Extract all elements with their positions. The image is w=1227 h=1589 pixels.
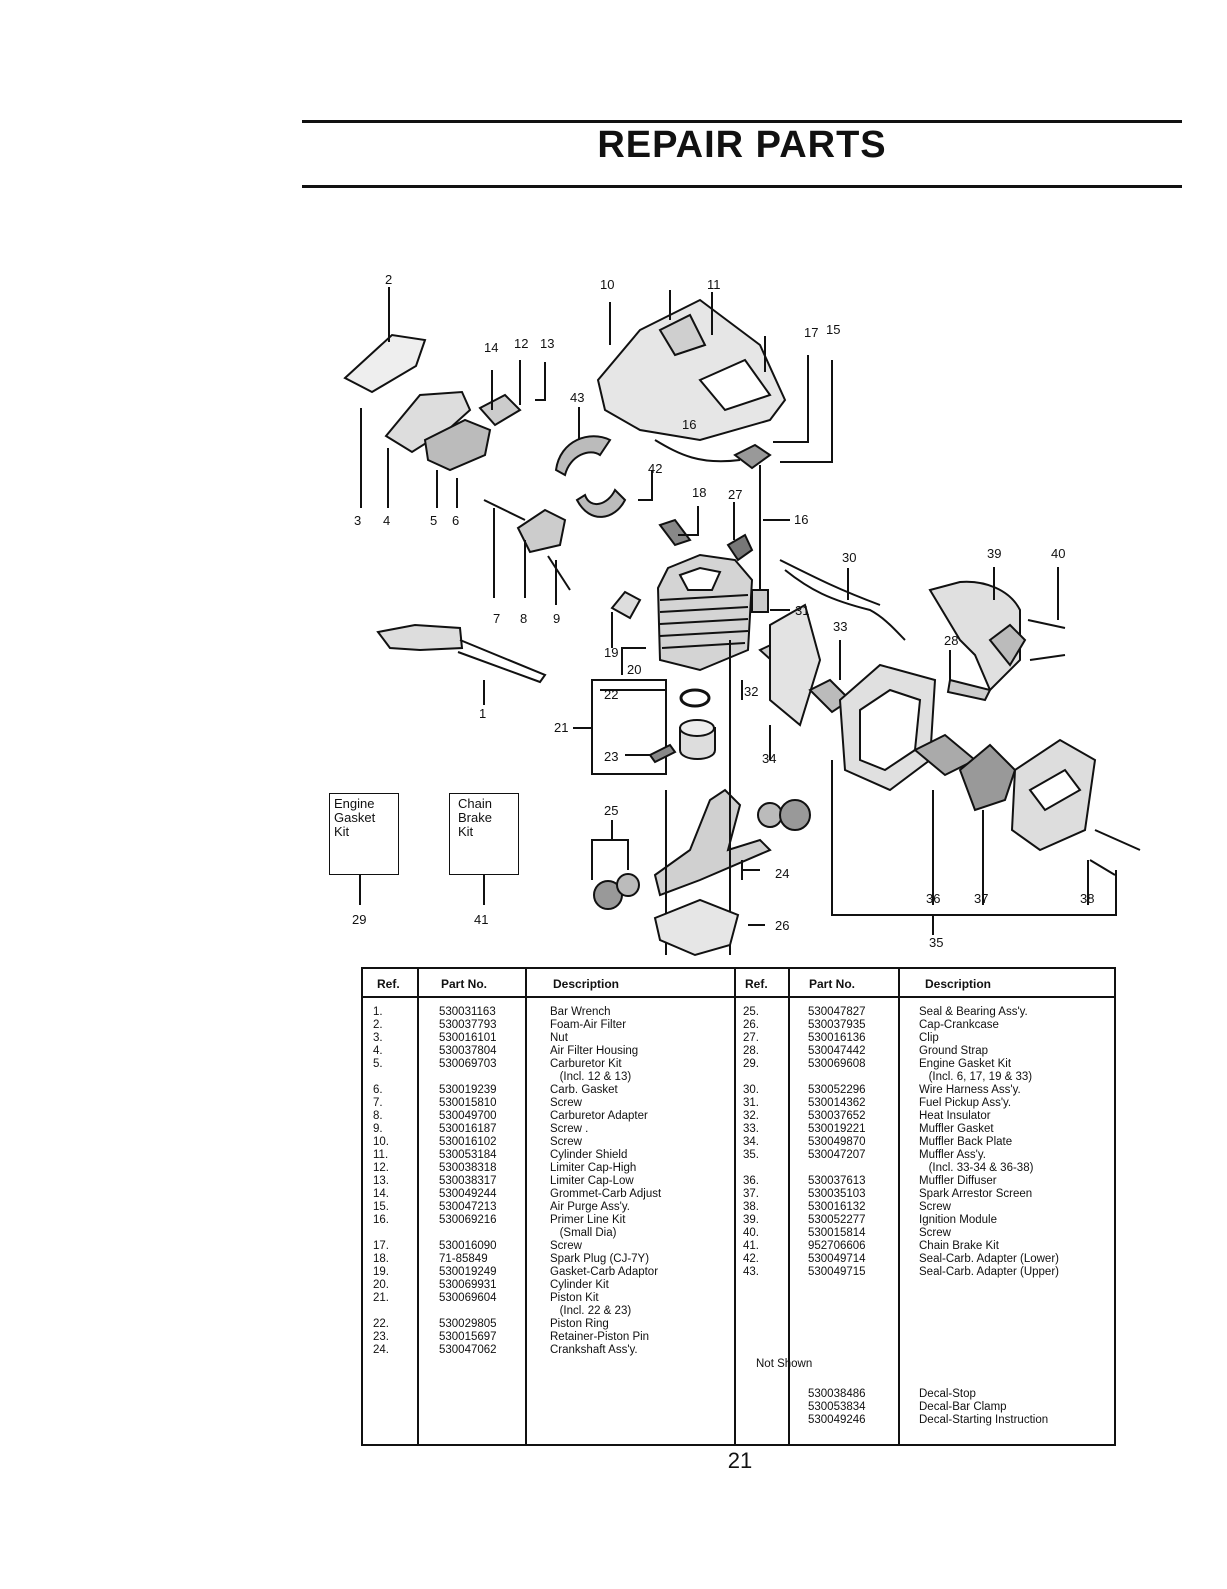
callout-24: 24 xyxy=(775,866,790,881)
not-shown-label: Not Shown xyxy=(756,1358,813,1370)
crankcase-cap-shape xyxy=(653,898,740,957)
callout-21: 21 xyxy=(554,720,569,735)
callout-39: 39 xyxy=(987,546,1002,561)
muffler-back-plate-shape xyxy=(769,603,822,727)
callout-19: 19 xyxy=(604,645,619,660)
right-description-column: Seal & Bearing Ass'y. Cap-Crankcase Clip… xyxy=(919,1006,1059,1278)
callout-2: 2 xyxy=(385,272,393,287)
header-part-right: Part No. xyxy=(809,977,856,991)
exploded-parts-diagram xyxy=(343,287,1141,957)
left-part-column: 530031163 530037793 530016101 530037804 … xyxy=(439,1006,497,1356)
callout-7: 7 xyxy=(493,611,501,626)
callout-14: 14 xyxy=(484,340,499,355)
callout-10: 10 xyxy=(600,277,615,292)
chain-brake-kit-label: Chain Brake Kit xyxy=(458,796,492,839)
header-desc-left: Description xyxy=(553,977,620,991)
seal-bearing-right xyxy=(757,802,783,828)
diagram-artwork xyxy=(343,287,1141,957)
col-divider-4 xyxy=(788,969,790,1444)
header-ref-left: Ref. xyxy=(377,977,400,991)
header-part-left: Part No. xyxy=(441,977,488,991)
callout-20: 20 xyxy=(627,662,642,677)
callout-9: 9 xyxy=(553,611,561,626)
engine-gasket-kit-label: Engine Gasket Kit xyxy=(334,796,376,839)
carburetor-shape xyxy=(423,418,492,472)
callout-28: 28 xyxy=(944,633,959,648)
callout-5: 5 xyxy=(430,513,438,528)
carb-seal-upper-shape xyxy=(554,435,612,477)
right-part-column: 530047827 530037935 530016136 530047442 … xyxy=(808,1006,866,1278)
callout-23: 23 xyxy=(604,749,619,764)
engine-gasket-kit-box: Engine Gasket Kit xyxy=(329,793,399,875)
not-shown-parts: 530038486 530053834 530049246 xyxy=(808,1388,866,1426)
col-divider-3 xyxy=(734,969,736,1444)
callout-34: 34 xyxy=(762,751,777,766)
callout-25: 25 xyxy=(604,803,619,818)
bottom-rule xyxy=(302,185,1182,188)
air-purge-shape xyxy=(733,443,772,470)
callout-29: 29 xyxy=(352,912,367,927)
header-divider xyxy=(363,996,1114,998)
clip-shape xyxy=(726,533,754,562)
right-ref-column: 25. 26. 27. 28. 29. 30. 31. 32. 33. 34. … xyxy=(743,1006,759,1278)
carb-seal-lower-shape xyxy=(575,488,627,518)
callout-43: 43 xyxy=(570,390,585,405)
crankshaft-shape xyxy=(653,788,772,897)
callout-38: 38 xyxy=(1080,891,1095,906)
spark-arrestor-screen-shape xyxy=(958,743,1017,812)
callout-35: 35 xyxy=(929,935,944,950)
callout-4: 4 xyxy=(383,513,391,528)
callout-22: 22 xyxy=(604,687,619,702)
header-desc-right: Description xyxy=(925,977,992,991)
callout-11: 11 xyxy=(707,277,721,292)
callout-16b: 16 xyxy=(794,512,809,527)
left-ref-column: 1. 2. 3. 4. 5. 6. 7. 8. 9. 10. 11. 12. 1… xyxy=(373,1006,389,1356)
carburetor-adapter-shape xyxy=(516,508,567,554)
piston-ring-shape xyxy=(679,688,711,708)
callout-17: 17 xyxy=(804,325,819,340)
cylinder-shape xyxy=(656,553,754,672)
header-ref-right: Ref. xyxy=(745,977,768,991)
air-filter-housing-shape xyxy=(384,390,472,454)
top-rule xyxy=(302,120,1182,123)
callout-3: 3 xyxy=(354,513,362,528)
callout-30: 30 xyxy=(842,550,857,565)
page-number: 21 xyxy=(727,1448,753,1473)
chain-brake-kit-box: Chain Brake Kit xyxy=(449,793,519,875)
col-divider-5 xyxy=(898,969,900,1444)
left-description-column: Bar Wrench Foam-Air Filter Nut Air Filte… xyxy=(550,1006,662,1356)
callout-1: 1 xyxy=(479,706,487,721)
callout-33: 33 xyxy=(833,619,848,634)
callout-37: 37 xyxy=(974,891,989,906)
col-divider-2 xyxy=(525,969,527,1444)
callout-8: 8 xyxy=(520,611,528,626)
fuel-filter-shape xyxy=(751,589,769,613)
callout-36: 36 xyxy=(926,891,941,906)
callout-12: 12 xyxy=(514,336,529,351)
callout-15: 15 xyxy=(826,322,841,337)
callout-26: 26 xyxy=(775,918,790,933)
not-shown-descriptions: Decal-Stop Decal-Bar Clamp Decal-Startin… xyxy=(919,1388,1049,1426)
bar-wrench-shape xyxy=(376,623,464,652)
callout-32: 32 xyxy=(744,684,759,699)
callout-31: 31 xyxy=(795,603,810,618)
callout-16a: 16 xyxy=(682,417,697,432)
parts-table: Ref. Part No. Description Ref. Part No. … xyxy=(361,967,1116,1446)
callout-27: 27 xyxy=(728,487,743,502)
foam-air-filter-shape xyxy=(343,333,427,394)
col-divider-1 xyxy=(417,969,419,1444)
callout-40: 40 xyxy=(1051,546,1066,561)
ignition-module-shape xyxy=(928,580,1021,692)
callout-42: 42 xyxy=(648,461,663,476)
callout-13: 13 xyxy=(540,336,555,351)
spark-plug-shape xyxy=(658,518,692,547)
callout-41: 41 xyxy=(474,912,489,927)
callout-18: 18 xyxy=(692,485,707,500)
callout-6: 6 xyxy=(452,513,460,528)
wire-harness-shape xyxy=(784,569,906,641)
page-title: REPAIR PARTS xyxy=(597,124,887,166)
